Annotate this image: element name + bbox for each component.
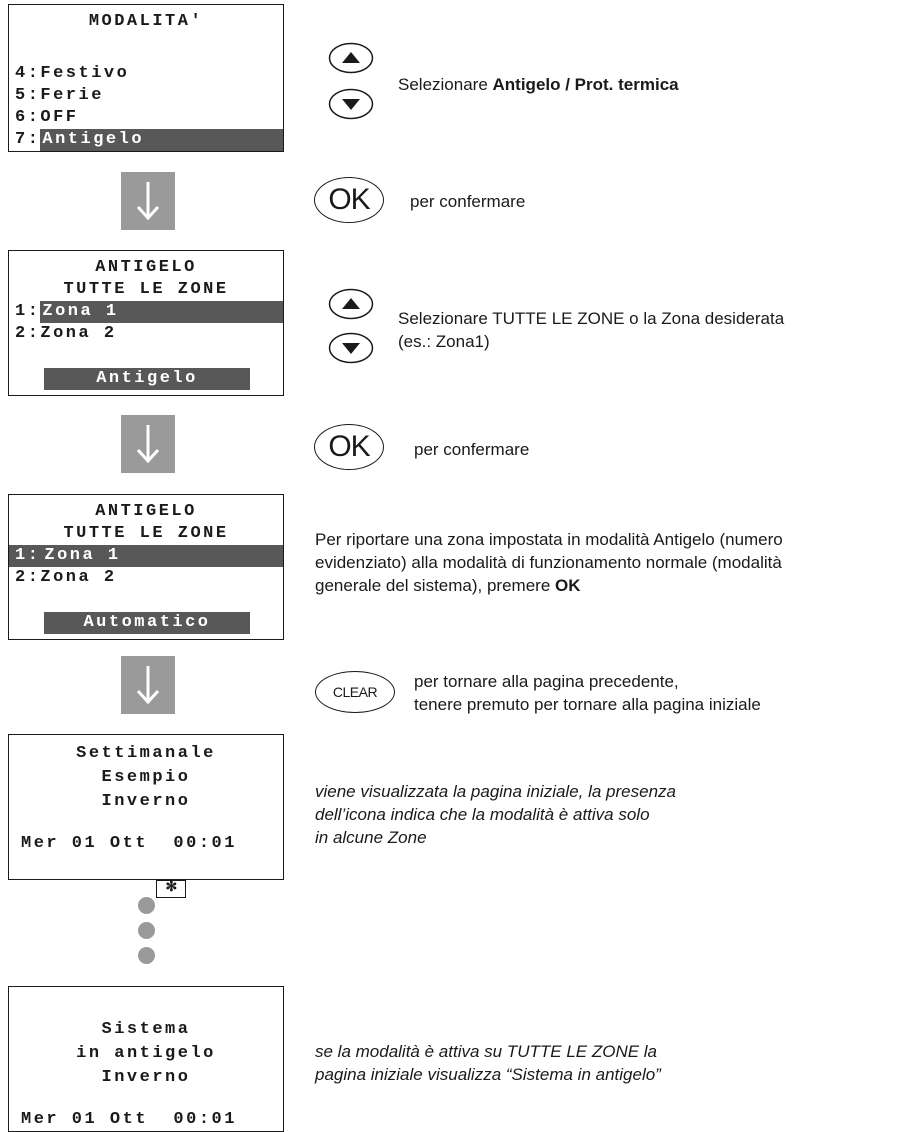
zone-item-1[interactable]: 1:Zona 1 (9, 545, 283, 567)
lcd-screen-modalita: MODALITA' 4:Festivo 5:Ferie 6:OFF 7:Anti… (8, 4, 284, 152)
menu-item-antigelo[interactable]: 7:Antigelo (9, 129, 283, 151)
instruction-text: generale del sistema), premere (315, 576, 556, 595)
system-label: Sistema (101, 1020, 191, 1039)
lcd-screen-antigelo-zones: ANTIGELO TUTTE LE ZONE 1:Zona 1 2:Zona 2… (8, 250, 284, 396)
menu-item-number: 7: (15, 130, 41, 149)
flow-arrow (121, 172, 175, 230)
up-button[interactable] (328, 42, 374, 74)
instruction-clear: per tornare alla pagina precedente, tene… (414, 670, 761, 716)
menu-item-off[interactable]: 6:OFF (9, 107, 283, 129)
lcd-screen-home-all-zones: Sistema in antigelo Inverno Mer 01 Ott 0… (8, 986, 284, 1132)
instruction-line: evidenziato) alla modalità di funzioname… (315, 553, 782, 572)
instruction-line: per tornare alla pagina precedente, (414, 672, 679, 691)
lcd-screen-home-partial: Settimanale Esempio Inverno Mer 01 Ott 0… (8, 734, 284, 898)
up-arrow-icon (342, 52, 360, 63)
down-button[interactable] (328, 332, 374, 364)
menu-item-label: Festivo (40, 64, 130, 83)
instruction-line: Selezionare TUTTE LE ZONE o la Zona desi… (398, 309, 785, 328)
ellipsis-dot (138, 897, 155, 914)
system-state: in antigelo (76, 1044, 216, 1063)
menu-item-label: Ferie (40, 86, 104, 105)
zone-label: Zona 2 (40, 568, 117, 587)
down-button[interactable] (328, 88, 374, 120)
season-label: Inverno (101, 792, 191, 811)
screen-title: MODALITA' (88, 12, 204, 31)
program-example: Esempio (101, 768, 191, 787)
menu-item-number: 6: (15, 108, 41, 127)
instruction-restore-zone: Per riportare una zona impostata in moda… (315, 528, 783, 597)
instruction-line: tenere premuto per tornare alla pagina i… (414, 695, 761, 714)
down-arrow-icon (136, 182, 160, 221)
clear-button[interactable]: CLEAR (315, 671, 395, 713)
zone-number: 2: (15, 568, 41, 587)
note-line: pagina iniziale visualizza “Sistema in a… (315, 1065, 661, 1084)
ok-label: OK (328, 183, 370, 216)
ok-button[interactable]: OK (314, 424, 384, 470)
instruction-select-antigelo: Selezionare Antigelo / Prot. termica (398, 73, 679, 96)
snowflake-icon: ✻ (156, 880, 187, 898)
ok-button[interactable]: OK (314, 177, 384, 223)
instruction-bold: OK (555, 576, 581, 595)
confirm-text: per confermare (410, 192, 526, 211)
ellipsis-dot (138, 947, 155, 964)
instruction-line: (es.: Zona1) (398, 332, 490, 351)
zone-label: Zona 1 (42, 545, 283, 567)
down-arrow-icon (342, 343, 360, 354)
screen-title: ANTIGELO (95, 502, 197, 521)
program-name: Settimanale (76, 744, 216, 763)
screen-subtitle: TUTTE LE ZONE (63, 280, 229, 299)
zone-number: 2: (15, 324, 41, 343)
date-time: Mer 01 Ott 00:01 (21, 1110, 237, 1129)
instruction-text: Selezionare (398, 75, 493, 94)
screen-subtitle: TUTTE LE ZONE (63, 524, 229, 543)
mode-bar: Antigelo (44, 368, 250, 390)
up-arrow-icon (342, 298, 360, 309)
instruction-select-zone: Selezionare TUTTE LE ZONE o la Zona desi… (398, 307, 784, 353)
flow-arrow (121, 415, 175, 473)
menu-item-ferie[interactable]: 5:Ferie (9, 85, 283, 107)
date-time: Mer 01 Ott 00:01 (21, 834, 237, 853)
lcd-screen-antigelo-automatico: ANTIGELO TUTTE LE ZONE 1:Zona 1 2:Zona 2… (8, 494, 284, 640)
zone-number: 1: (9, 545, 43, 567)
note-line: se la modalità è attiva su TUTTE LE ZONE… (315, 1042, 658, 1061)
instruction-line: generale del sistema), premere OK (315, 574, 783, 597)
mode-bar: Automatico (44, 612, 250, 634)
note-line: in alcune Zone (315, 828, 427, 847)
menu-item-label: Antigelo (40, 129, 283, 151)
down-arrow-icon (136, 425, 160, 464)
note-home-page: viene visualizzata la pagina iniziale, l… (315, 780, 676, 849)
flow-arrow (121, 656, 175, 714)
down-arrow-icon (342, 99, 360, 110)
instruction-line: Per riportare una zona impostata in moda… (315, 530, 783, 549)
antigelo-icon-row: ✻ (9, 855, 283, 898)
ok-label: OK (328, 430, 370, 463)
zone-label: Zona 1 (40, 301, 283, 323)
note-line: viene visualizzata la pagina iniziale, l… (315, 782, 676, 801)
zone-label: Zona 2 (40, 324, 117, 343)
down-arrow-icon (136, 666, 160, 705)
up-button[interactable] (328, 288, 374, 320)
note-line: dell’icona indica che la modalità è atti… (315, 805, 650, 824)
menu-item-festivo[interactable]: 4:Festivo (9, 63, 283, 85)
zone-item-1[interactable]: 1:Zona 1 (9, 301, 283, 323)
zone-item-2[interactable]: 2:Zona 2 (9, 323, 283, 345)
zone-item-2[interactable]: 2:Zona 2 (9, 567, 283, 589)
confirm-text: per confermare (414, 440, 530, 459)
menu-item-number: 5: (15, 86, 41, 105)
screen-title: ANTIGELO (95, 258, 197, 277)
ellipsis-dot (138, 922, 155, 939)
season-label: Inverno (101, 1068, 191, 1087)
menu-item-number: 4: (15, 64, 41, 83)
instruction-bold: Antigelo / Prot. termica (492, 75, 679, 94)
menu-item-label: OFF (40, 108, 79, 127)
note-all-zones: se la modalità è attiva su TUTTE LE ZONE… (315, 1040, 661, 1086)
zone-number: 1: (15, 302, 41, 321)
clear-label: CLEAR (332, 684, 378, 700)
